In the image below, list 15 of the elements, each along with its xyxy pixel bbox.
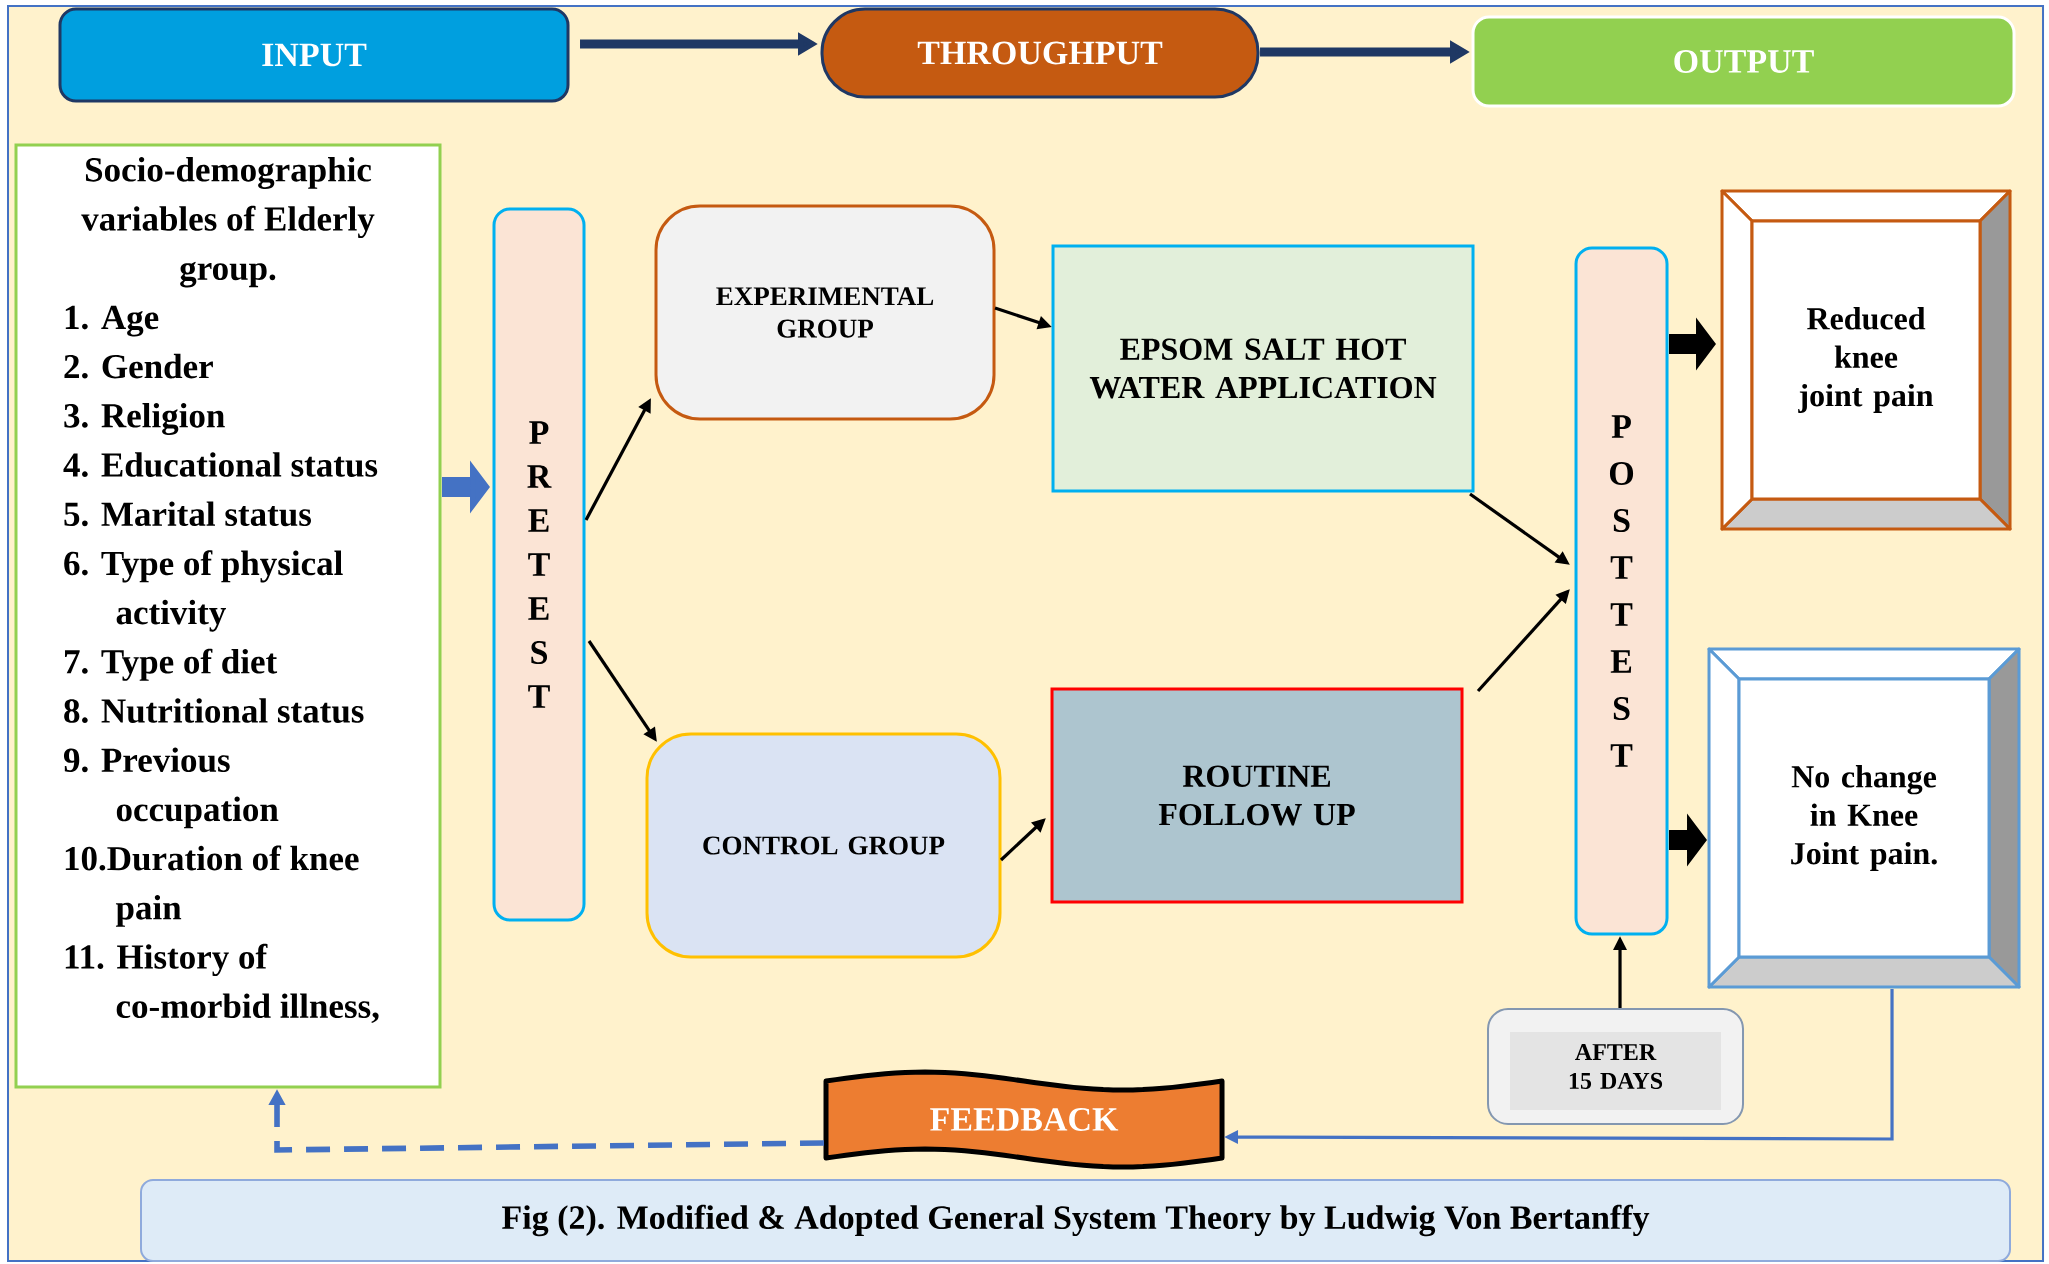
variables-box: Socio-demographic variables of Elderly group. 1. Age 2. Gender 3. Religion 4. Educational status 5. Marital status 6. Type of physical activity 7. Type of diet 8. Nutritional status 9. Previous occupation 10.Duration of knee pain 11. History of co-morbid illness, xyxy=(14,143,442,1089)
group-box: CONTROL GROUP xyxy=(645,732,1002,959)
feedback-banner: FEEDBACK xyxy=(823,1069,1225,1170)
pretest-bar: PRETEST xyxy=(492,207,586,922)
group-box: EXPERIMENTAL GROUP xyxy=(654,204,996,421)
output-box: OUTPUT xyxy=(1471,15,2016,108)
input-box: INPUT xyxy=(58,7,570,103)
intervention-box: EPSOM SALT HOT WATER APPLICATION xyxy=(1051,244,1475,493)
posttest-bar: POSTTEST xyxy=(1574,246,1669,936)
routine-box: ROUTINE FOLLOW UP xyxy=(1050,687,1464,904)
outcome-frame: Reduced knee joint pain xyxy=(1720,189,2012,531)
throughput-box: THROUGHPUT xyxy=(820,7,1260,99)
caption-box: Fig (2). Modified & Adopted General System Theory by Ludwig Von Bertanffy xyxy=(140,1179,2012,1262)
outcome-frame: No change in Knee Joint pain. xyxy=(1707,647,2021,989)
duration-box: AFTER 15 DAYS xyxy=(1487,1008,1744,1125)
